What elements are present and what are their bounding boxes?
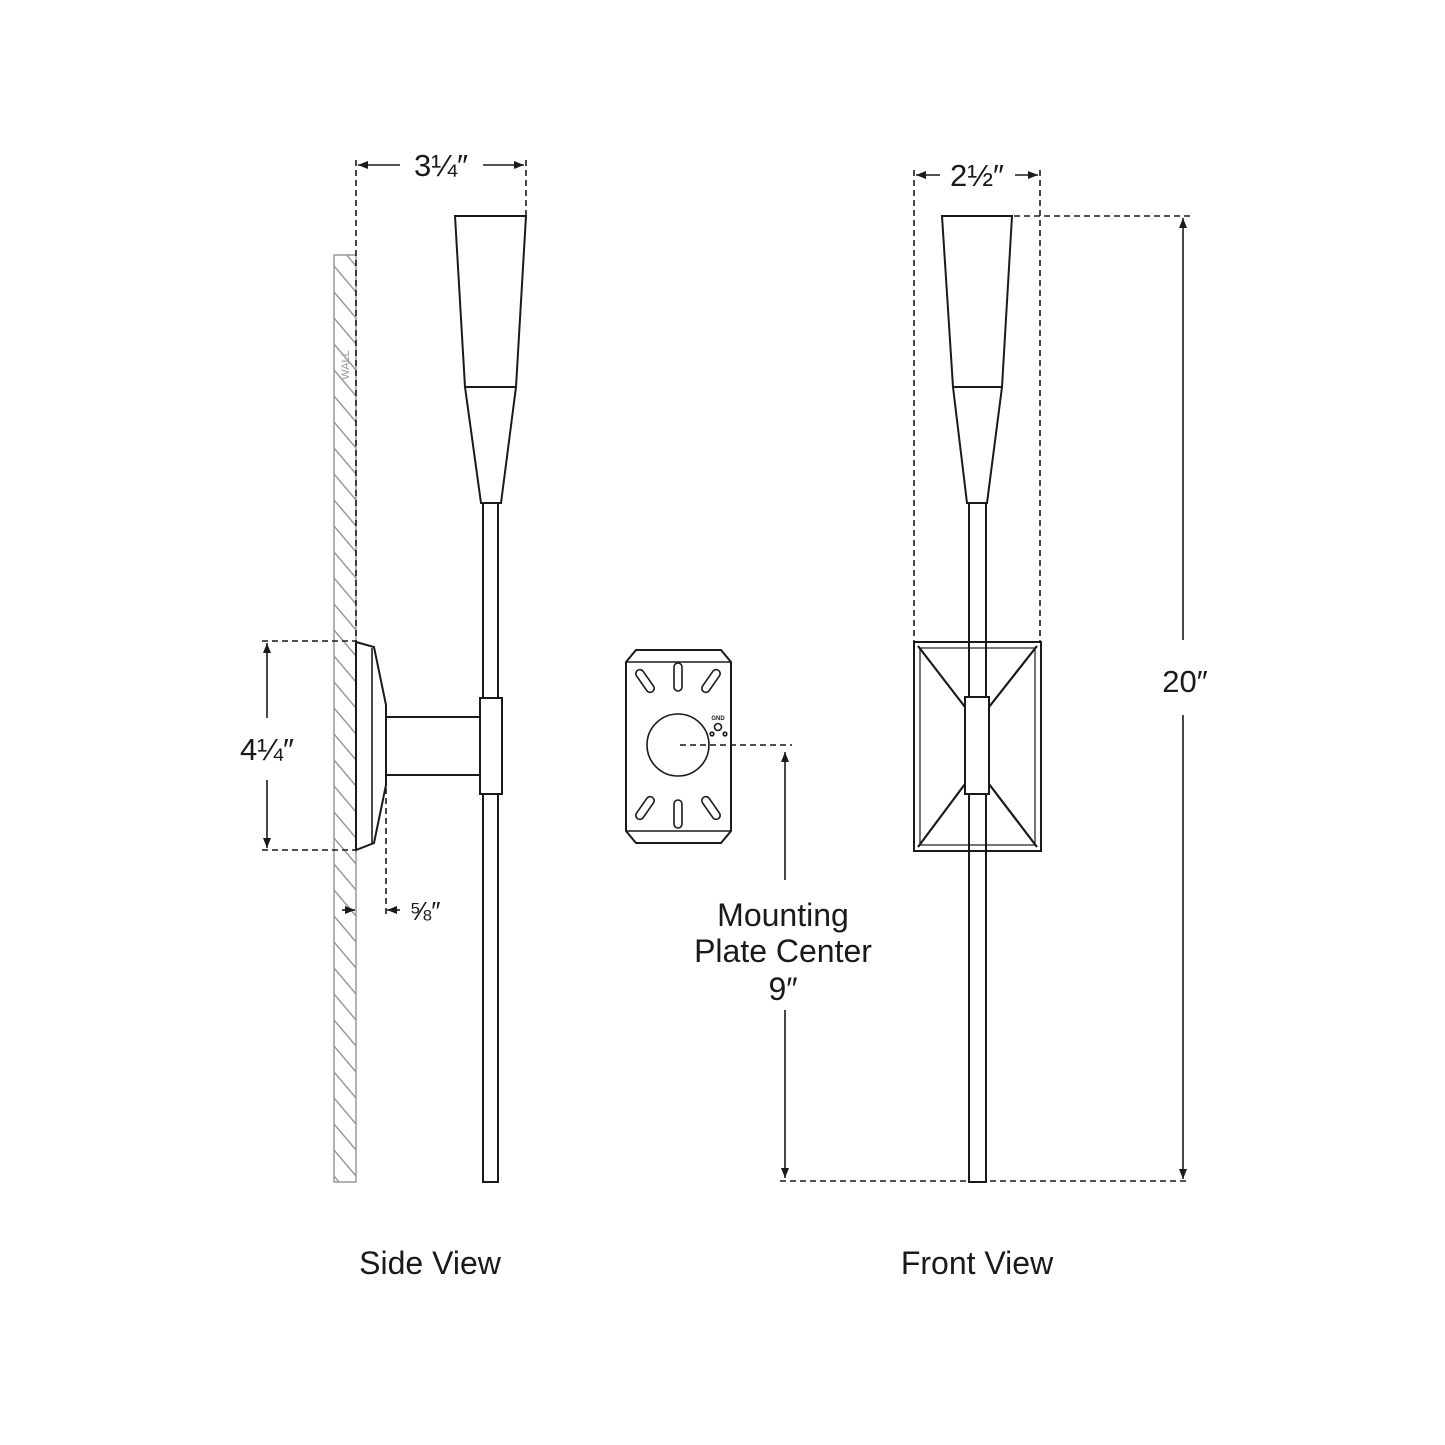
side-view: WALL 3¼″ 4¼″ ⅝″ Side V bbox=[240, 148, 528, 1281]
plate-center-height-dim-text: 9″ bbox=[768, 971, 797, 1007]
wall-hatch-line bbox=[334, 707, 356, 735]
wall-hatch-line bbox=[334, 993, 356, 1021]
wall-hatch-line bbox=[334, 1097, 356, 1125]
side-backplate bbox=[355, 640, 387, 852]
front-view-label: Front View bbox=[901, 1245, 1054, 1281]
side-arm bbox=[385, 716, 491, 776]
backplate-depth-dimension: ⅝″ bbox=[342, 778, 440, 926]
wall-hatch-line bbox=[334, 265, 356, 293]
mounting-slots bbox=[635, 662, 721, 829]
wall-hatch-line bbox=[334, 655, 356, 683]
mounting-plate-outline bbox=[625, 649, 732, 844]
side-shade-upper bbox=[453, 215, 528, 388]
wall-hatch-line bbox=[334, 499, 356, 527]
front-stem bbox=[968, 502, 987, 1183]
wall-hatch-line bbox=[334, 343, 356, 371]
wall-hatch-line bbox=[334, 1123, 356, 1151]
wall-hatch-line bbox=[334, 525, 356, 553]
wall-hatch-line bbox=[334, 889, 356, 917]
wall-hatch-line bbox=[334, 421, 356, 449]
wall-hatch-line bbox=[334, 395, 356, 423]
wall-hatch-line bbox=[334, 1045, 356, 1073]
wall-hatch-line bbox=[334, 577, 356, 605]
wall-hatch-line bbox=[334, 1019, 356, 1047]
side-view-label: Side View bbox=[359, 1245, 502, 1281]
wall-hatch-line bbox=[334, 967, 356, 995]
width-dim-text: 2½″ bbox=[950, 158, 1004, 193]
wire-hole-icon bbox=[646, 713, 710, 777]
height-dimension: 20″ bbox=[1162, 218, 1208, 1179]
front-shade-upper bbox=[940, 215, 1014, 388]
wall-hatch-line bbox=[334, 629, 356, 657]
backplate-height-dim-text: 4¼″ bbox=[240, 732, 294, 767]
mounting-plate: GND Mounting Plate Center 9″ bbox=[625, 649, 872, 1178]
front-backplate bbox=[913, 641, 1042, 852]
side-shade-cone bbox=[463, 386, 518, 504]
wall-hatch-line bbox=[334, 785, 356, 813]
wall-hatch-line bbox=[334, 811, 356, 839]
wall-section: WALL bbox=[333, 254, 357, 1183]
wall-hatch-line bbox=[334, 863, 356, 891]
wall-hatch-line bbox=[334, 915, 356, 943]
wall-hatch-line bbox=[345, 255, 356, 267]
width-dimension: 2½″ bbox=[916, 158, 1038, 193]
wall-hatch-line bbox=[334, 291, 356, 319]
backplate-height-dimension: 4¼″ bbox=[240, 640, 356, 851]
wall-hatch-line bbox=[334, 837, 356, 865]
wall-hatch-line bbox=[334, 447, 356, 475]
plate-marking: GND bbox=[711, 716, 725, 722]
front-view: 2½″ 20″ Front View bbox=[780, 158, 1208, 1281]
front-shade-cone bbox=[951, 386, 1004, 504]
wall-hatch-line bbox=[334, 317, 356, 345]
wall-hatch-line bbox=[334, 551, 356, 579]
wall-hatch-line bbox=[334, 759, 356, 787]
wall-hatch-line bbox=[334, 733, 356, 761]
wall-hatch-line bbox=[334, 369, 356, 397]
wall-hatch-line bbox=[334, 603, 356, 631]
side-stem bbox=[482, 502, 499, 1183]
wall-hatch-line bbox=[334, 473, 356, 501]
backplate-depth-dim-text: ⅝″ bbox=[410, 896, 441, 926]
depth-dim-text: 3¼″ bbox=[414, 148, 468, 183]
wall-label: WALL bbox=[340, 350, 352, 380]
plate-center-label-line1: Mounting bbox=[717, 897, 849, 933]
wall-hatch-line bbox=[334, 1149, 356, 1177]
wall-hatch-line bbox=[334, 1175, 341, 1182]
wall-hatch-line bbox=[334, 681, 356, 709]
wall-hatch-line bbox=[334, 941, 356, 969]
depth-dimension: 3¼″ bbox=[358, 148, 524, 183]
plate-center-label-line2: Plate Center bbox=[694, 933, 872, 969]
side-collar bbox=[479, 697, 503, 795]
height-dim-text: 20″ bbox=[1162, 664, 1207, 699]
wall-hatch-line bbox=[334, 1071, 356, 1099]
front-center-block bbox=[964, 696, 990, 795]
ground-screw-icon bbox=[713, 722, 723, 732]
